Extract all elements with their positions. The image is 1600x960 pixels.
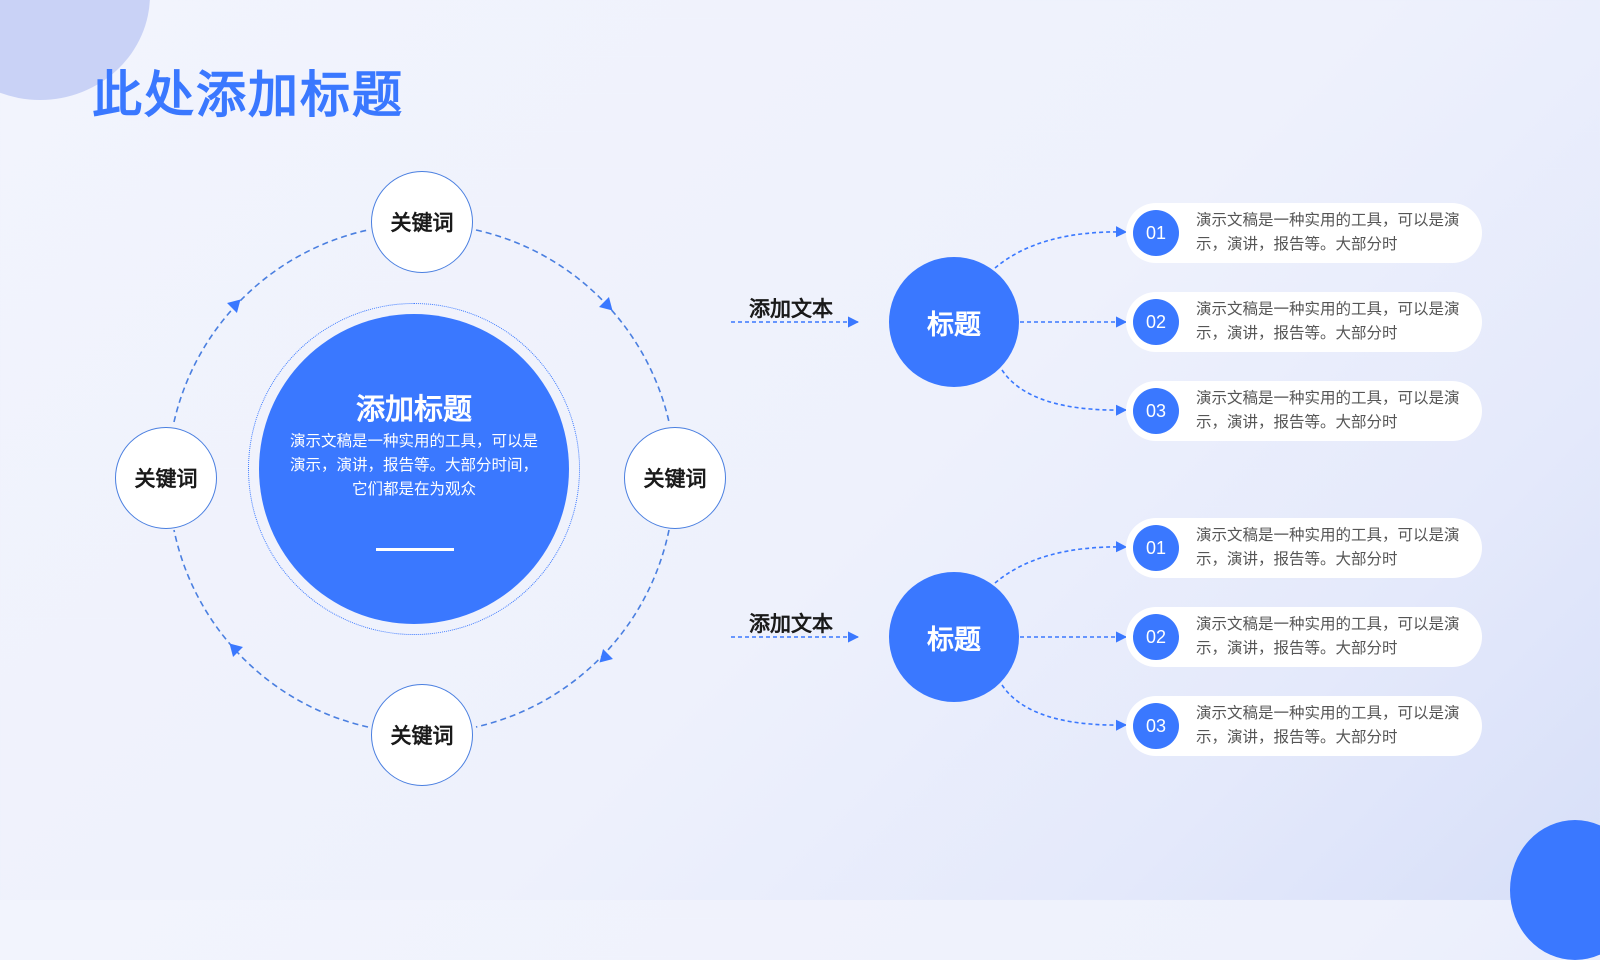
cycle-arrow-top-left (227, 299, 241, 313)
item-number-badge: 03 (1133, 703, 1179, 749)
center-body-text: 演示文稿是一种实用的工具，可以是演示，演讲，报告等。大部分时间，它们都是在为观众 (289, 433, 538, 498)
item-text: 演示文稿是一种实用的工具，可以是演示，演讲，报告等。大部分时 (1196, 390, 1460, 431)
page-title: 此处添加标题 (92, 67, 404, 123)
center-title: 添加标题 (355, 394, 472, 426)
item-number-badge: 02 (1133, 299, 1179, 345)
group1-add-text-label: 添加文本 (749, 298, 833, 321)
item-number-badge: 01 (1133, 525, 1179, 571)
group1-arrow-01 (994, 226, 1128, 269)
group2-connectors (731, 541, 1128, 731)
group1-item-02: 02 演示文稿是一种实用的工具，可以是演示，演讲，报告等。大部分时 (1126, 292, 1482, 352)
keyword-node-right: 关键词 (624, 427, 726, 529)
item-text: 演示文稿是一种实用的工具，可以是演示，演讲，报告等。大部分时 (1196, 212, 1460, 253)
cycle-arrows (227, 297, 613, 663)
item-text: 演示文稿是一种实用的工具，可以是演示，演讲，报告等。大部分时 (1196, 616, 1460, 657)
center-underline (376, 548, 454, 551)
group2-item-03: 03 演示文稿是一种实用的工具，可以是演示，演讲，报告等。大部分时 (1126, 696, 1482, 756)
keyword-node-left: 关键词 (115, 427, 217, 529)
item-number-badge: 01 (1133, 210, 1179, 256)
group2-hub-circle: 标题 (889, 572, 1019, 702)
cycle-arrow-bottom-right (599, 649, 613, 663)
center-circle: 添加标题 演示文稿是一种实用的工具，可以是演示，演讲，报告等。大部分时间，它们都… (259, 314, 569, 624)
group1-hub-circle: 标题 (889, 257, 1019, 387)
group2-item-02: 02 演示文稿是一种实用的工具，可以是演示，演讲，报告等。大部分时 (1126, 607, 1482, 667)
group2-add-text-label: 添加文本 (749, 613, 833, 636)
item-text: 演示文稿是一种实用的工具，可以是演示，演讲，报告等。大部分时 (1196, 301, 1460, 342)
cycle-arrow-bottom-left (229, 643, 243, 657)
cycle-arc-bottom-left (173, 529, 369, 728)
cycle-arc-top-left (173, 229, 369, 423)
group1-connectors (731, 226, 1128, 416)
connector-lines (173, 226, 1128, 731)
keyword-node-top: 关键词 (371, 171, 473, 273)
group1-item-03: 03 演示文稿是一种实用的工具，可以是演示，演讲，报告等。大部分时 (1126, 381, 1482, 441)
cycle-arrow-top-right (599, 297, 613, 311)
item-number-badge: 03 (1133, 388, 1179, 434)
group2-arrow-01 (994, 541, 1128, 584)
item-number-badge: 02 (1133, 614, 1179, 660)
group2-item-01: 01 演示文稿是一种实用的工具，可以是演示，演讲，报告等。大部分时 (1126, 518, 1482, 578)
item-text: 演示文稿是一种实用的工具，可以是演示，演讲，报告等。大部分时 (1196, 527, 1460, 568)
center-circle-outline (248, 303, 580, 635)
group1-arrow-03 (1001, 369, 1128, 416)
cycle-arc-top-right (475, 229, 670, 423)
group2-arrow-03 (1001, 684, 1128, 731)
group1-item-01: 01 演示文稿是一种实用的工具，可以是演示，演讲，报告等。大部分时 (1126, 203, 1482, 263)
item-text: 演示文稿是一种实用的工具，可以是演示，演讲，报告等。大部分时 (1196, 705, 1460, 746)
keyword-node-bottom: 关键词 (371, 684, 473, 786)
